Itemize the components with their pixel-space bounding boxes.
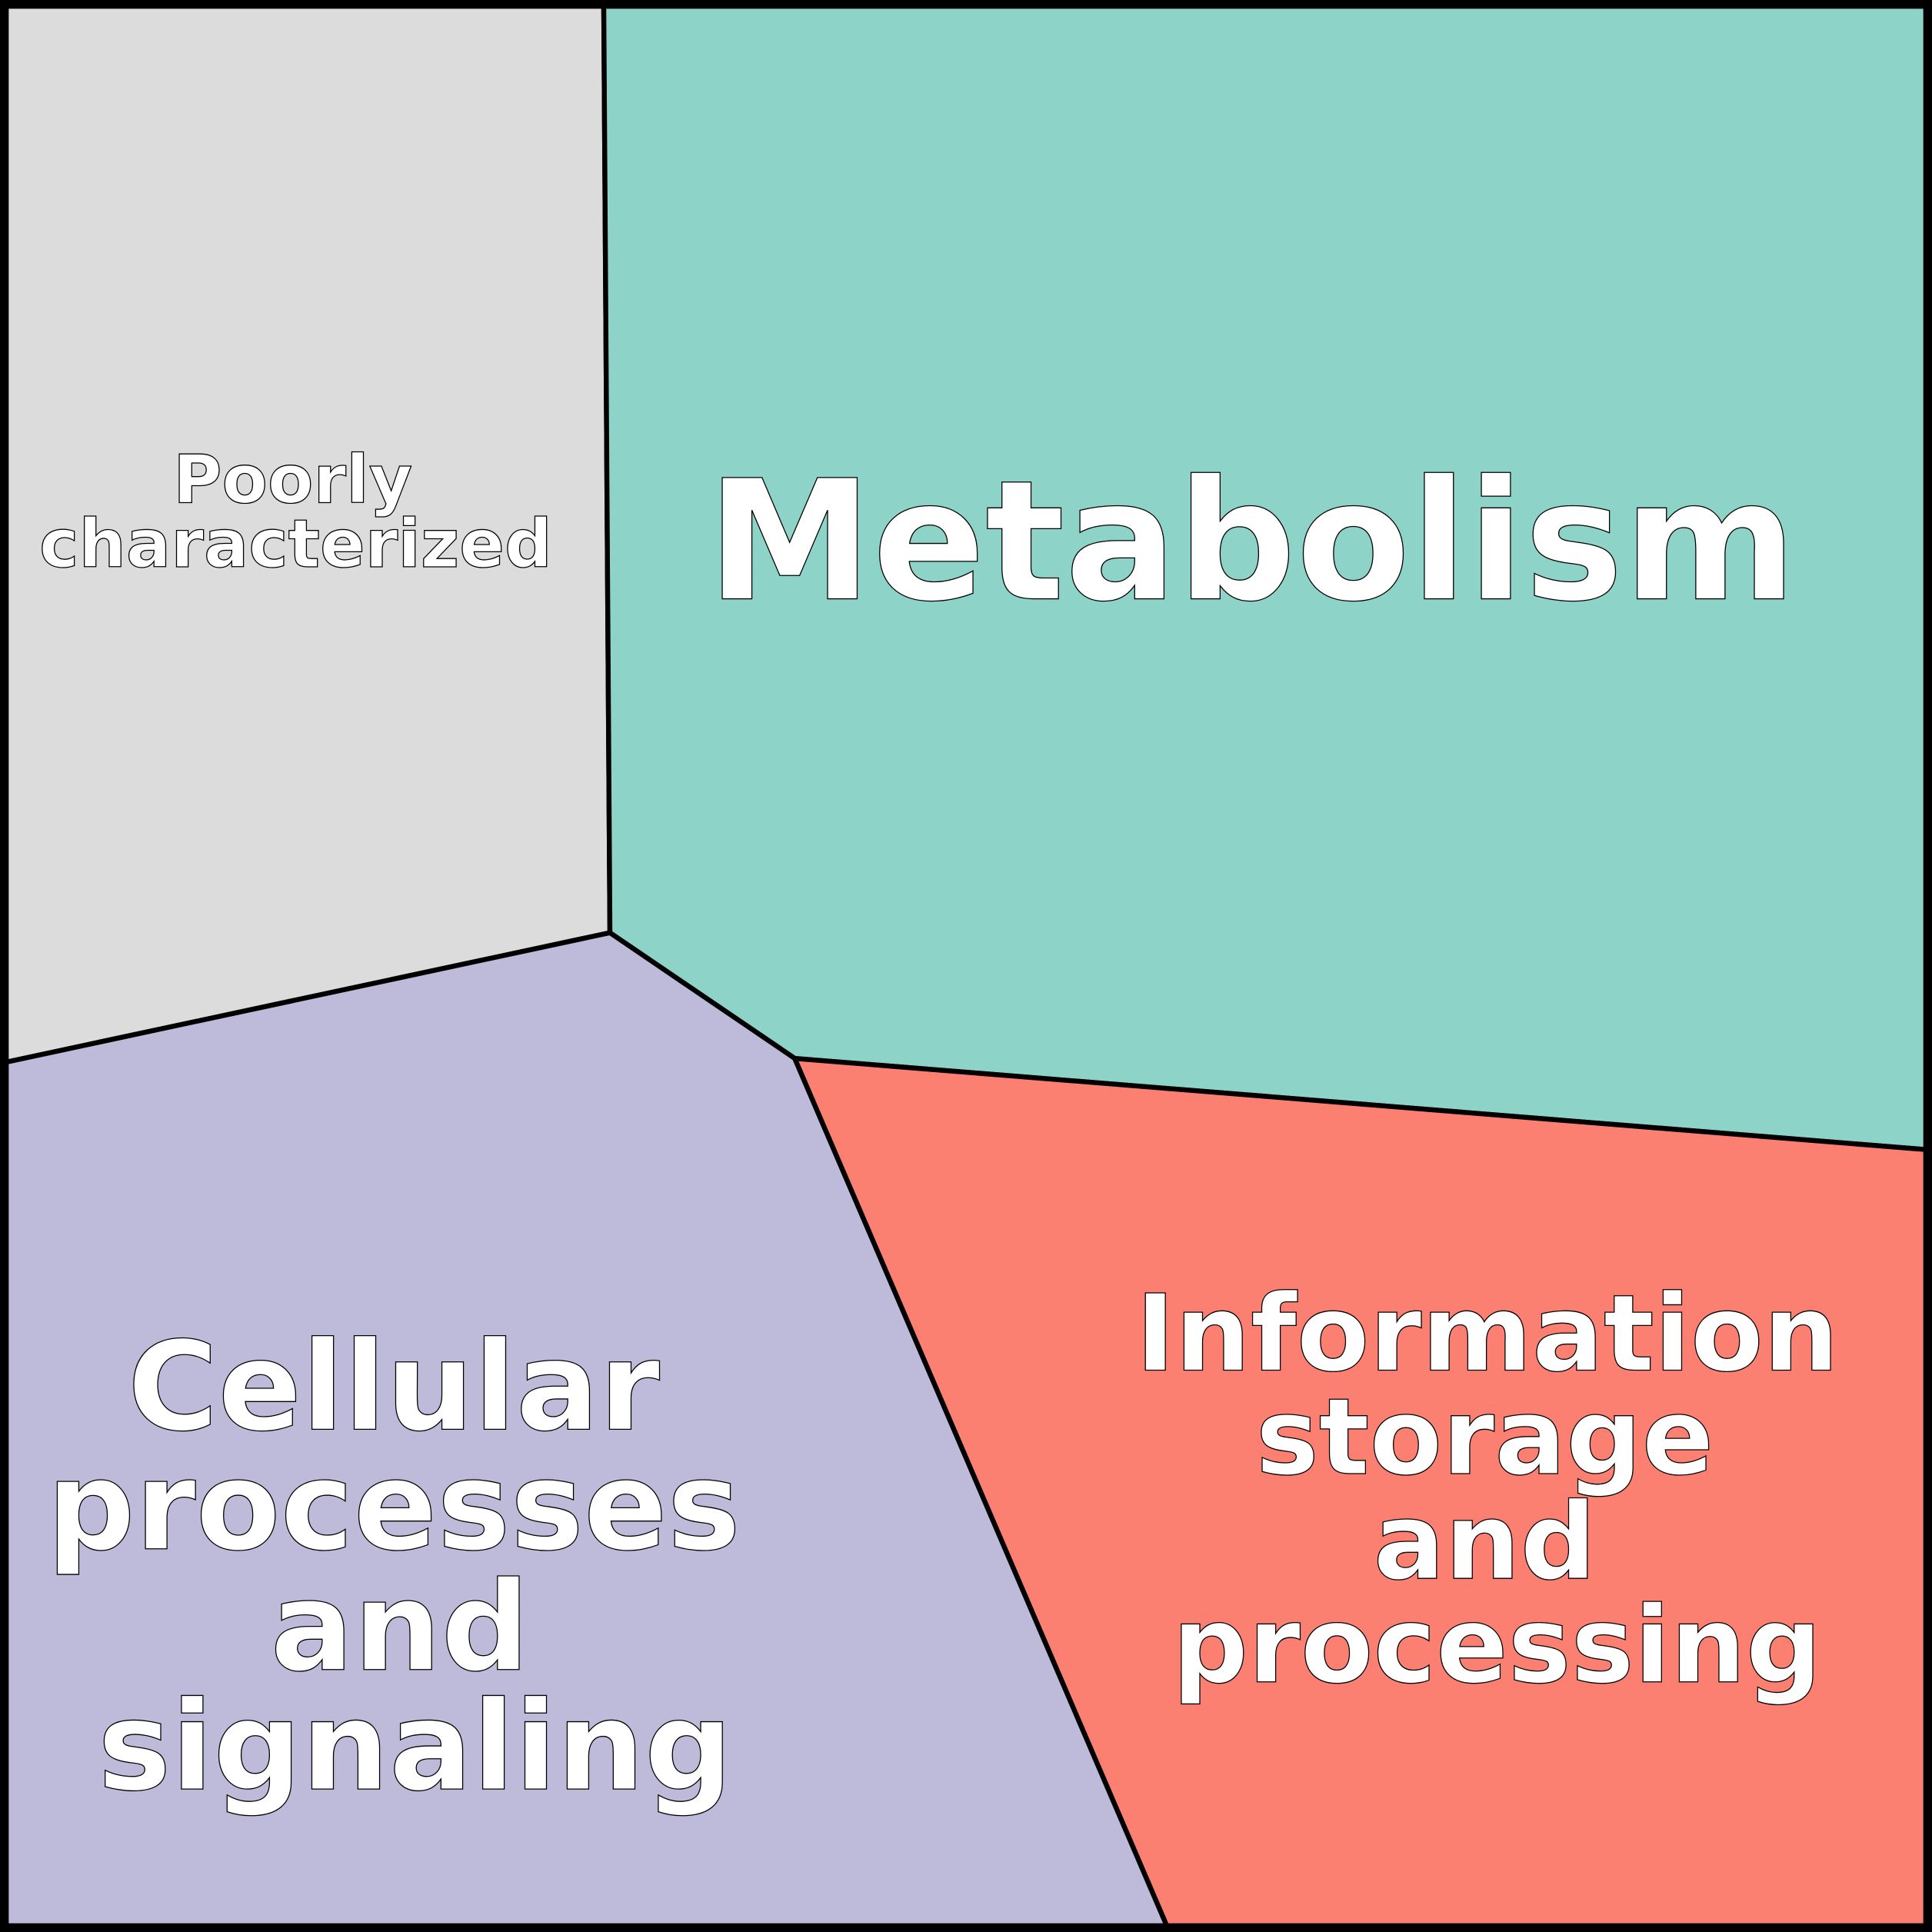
label-cellular-processes: Cellular processes and signaling	[47, 1314, 784, 1818]
label-information-storage: Information storage and processing	[1136, 1272, 1876, 1707]
label-metabolism: Metabolism	[707, 445, 1797, 639]
label-poorly-characterized: Poorly characterized	[39, 442, 552, 583]
